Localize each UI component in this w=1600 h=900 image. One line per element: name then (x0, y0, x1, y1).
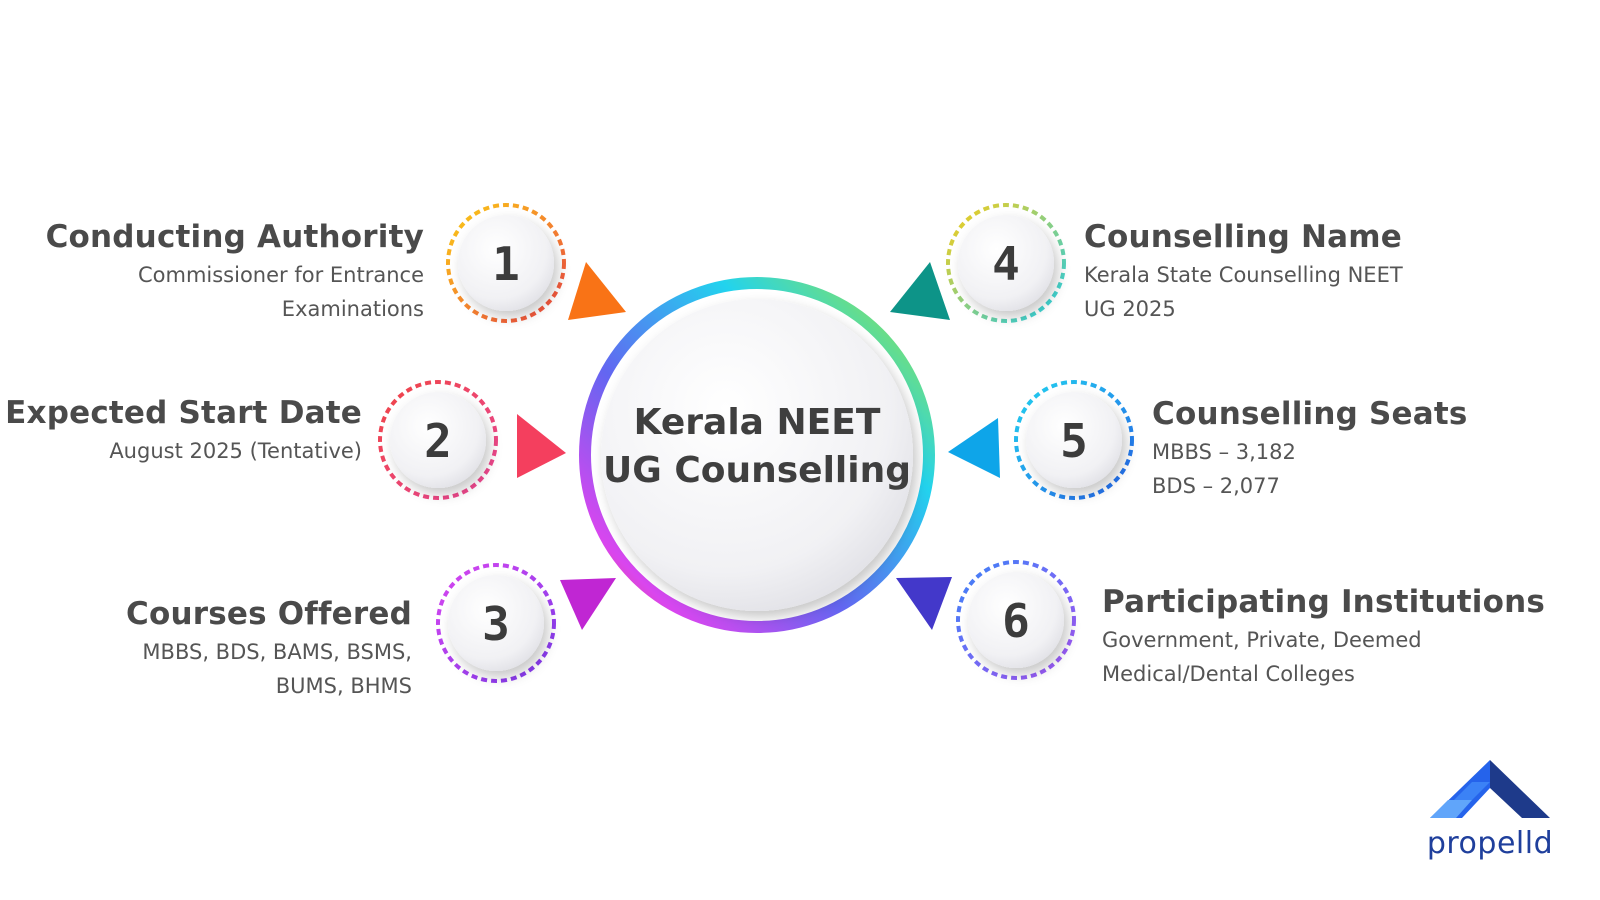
item-1-title: Conducting Authority (45, 219, 424, 255)
item-5-desc-line2: BDS – 2,077 (1152, 474, 1280, 498)
badge-number-1: 1 (492, 237, 520, 291)
pointer-arrow-4 (890, 262, 950, 320)
item-4-desc-line2: UG 2025 (1084, 297, 1176, 321)
badge-5: 5 (1014, 380, 1134, 500)
pointer-arrow-3 (560, 578, 616, 630)
pointer-arrow-5 (948, 418, 1000, 478)
center-hub: Kerala NEET UG Counselling (579, 277, 935, 633)
badge-number-3: 3 (482, 597, 510, 651)
item-4-title: Counselling Name (1084, 219, 1402, 255)
item-1-desc-line1: Commissioner for Entrance (137, 263, 424, 287)
badge-3: 3 (436, 563, 556, 683)
badge-number-2: 2 (424, 414, 452, 468)
center-title-line1: Kerala NEET (634, 402, 881, 443)
item-3-desc-line2: BUMS, BHMS (275, 674, 412, 698)
item-2-title: Expected Start Date (5, 395, 362, 431)
item-6-title: Participating Institutions (1102, 584, 1545, 620)
item-5-title: Counselling Seats (1152, 396, 1468, 432)
item-5-desc-line1: MBBS – 3,182 (1152, 440, 1296, 464)
badge-2: 2 (378, 380, 498, 500)
badge-number-6: 6 (1002, 594, 1030, 648)
item-3-desc-line1: MBBS, BDS, BAMS, BSMS, (142, 640, 412, 664)
item-6-label: Participating Institutions Government, P… (1102, 583, 1582, 691)
item-3-label: Courses Offered MBBS, BDS, BAMS, BSMS, B… (0, 595, 412, 703)
center-title-line2: UG Counselling (603, 450, 911, 491)
badge-6: 6 (956, 560, 1076, 680)
pointer-arrow-1 (568, 262, 626, 320)
badge-number-4: 4 (992, 237, 1020, 291)
pointer-arrow-6 (896, 577, 952, 630)
item-3-title: Courses Offered (126, 596, 412, 632)
item-2-desc-line1: August 2025 (Tentative) (109, 439, 362, 463)
item-1-desc-line2: Examinations (281, 297, 424, 321)
item-6-desc-line2: Medical/Dental Colleges (1102, 662, 1355, 686)
item-1-label: Conducting Authority Commissioner for En… (0, 218, 424, 326)
item-5-label: Counselling Seats MBBS – 3,182 BDS – 2,0… (1152, 395, 1600, 503)
item-4-label: Counselling Name Kerala State Counsellin… (1084, 218, 1544, 326)
item-4-desc-line1: Kerala State Counselling NEET (1084, 263, 1403, 287)
logo-wordmark: propelld (1426, 826, 1554, 861)
pointer-arrow-2 (517, 414, 566, 478)
badge-number-5: 5 (1060, 414, 1088, 468)
propelld-logo-icon (1430, 760, 1550, 818)
item-2-label: Expected Start Date August 2025 (Tentati… (0, 394, 362, 468)
badge-1: 1 (446, 203, 566, 323)
badge-4: 4 (946, 203, 1066, 323)
item-6-desc-line1: Government, Private, Deemed (1102, 628, 1422, 652)
